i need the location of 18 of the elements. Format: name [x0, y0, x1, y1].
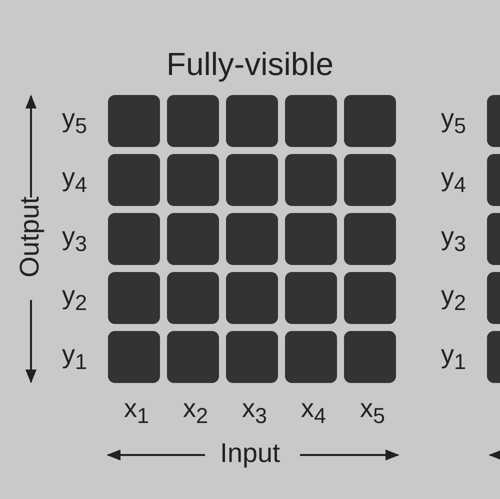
row-label: y$_{4}$ [62, 164, 88, 196]
column-label: x$_{3}$ [242, 395, 268, 427]
row-label: y$_{3}$ [62, 223, 88, 255]
row-label: y$_{1}$ [62, 341, 88, 373]
row-label: y$_{5}$ [62, 105, 88, 137]
row-label: y$_{5}$ [441, 105, 466, 137]
axis-label: Input [218, 440, 282, 467]
row-label: y$_{4}$ [441, 164, 466, 196]
row-label: y$_{2}$ [62, 282, 88, 314]
row-label: y$_{1}$ [441, 341, 466, 373]
row-label: y$_{2}$ [441, 282, 466, 314]
column-label: x$_{5}$ [360, 395, 386, 427]
column-label: x$_{2}$ [183, 395, 208, 427]
column-label: x$_{1}$ [124, 395, 150, 427]
row-label: y$_{3}$ [441, 223, 466, 255]
axis-label: Output [16, 198, 44, 278]
column-label: x$_{4}$ [301, 395, 326, 427]
chart-title: Fully-visible [165, 48, 335, 80]
